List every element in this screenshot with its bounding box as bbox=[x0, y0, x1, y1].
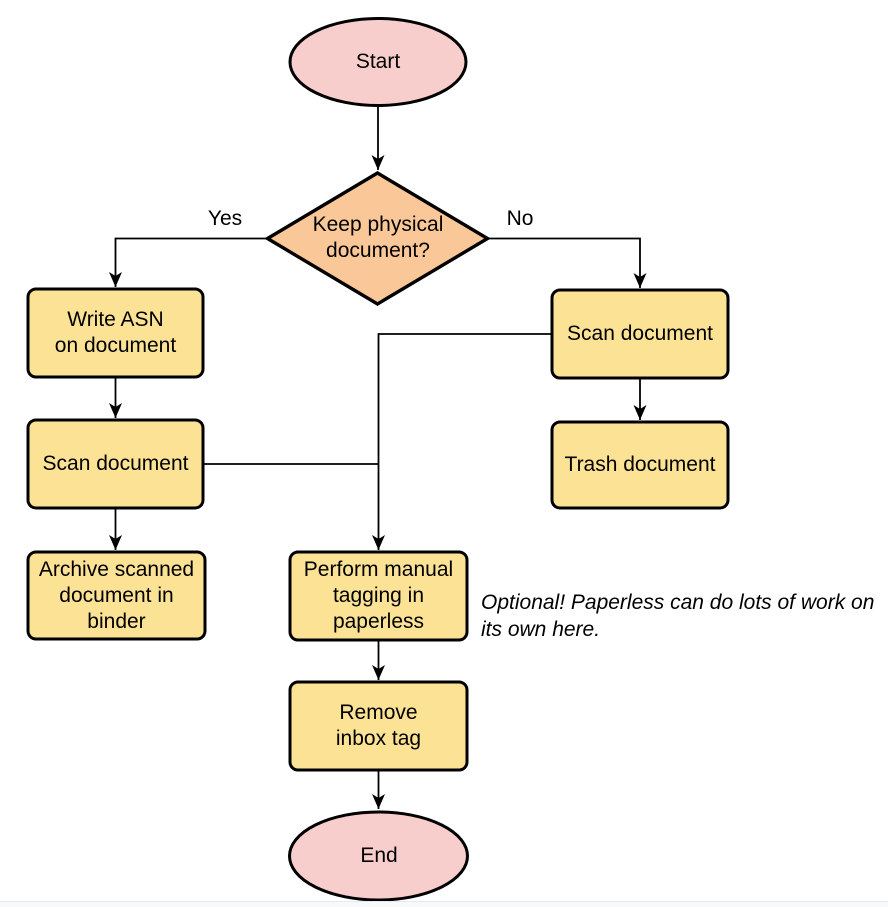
bottom-edge-line bbox=[0, 901, 888, 902]
scan-document-right-box bbox=[550, 288, 730, 380]
write-asn-box bbox=[26, 287, 205, 379]
arrow-yes-branch bbox=[109, 237, 267, 287]
optional-note: Optional! Paperless can do lots of work … bbox=[481, 591, 875, 641]
arrow-merge-to-tagging bbox=[372, 333, 552, 550]
trash-document-box bbox=[550, 420, 730, 510]
start-ellipse bbox=[288, 17, 468, 107]
decision-diamond bbox=[264, 171, 491, 306]
arrow-no-branch bbox=[489, 237, 647, 288]
end-ellipse bbox=[288, 810, 469, 902]
bottom-edge-area bbox=[0, 902, 888, 907]
archive-box bbox=[26, 550, 207, 641]
remove-inbox-tag-box bbox=[288, 680, 469, 772]
scan-document-left-box bbox=[26, 418, 205, 510]
perform-tagging-box bbox=[288, 550, 469, 642]
